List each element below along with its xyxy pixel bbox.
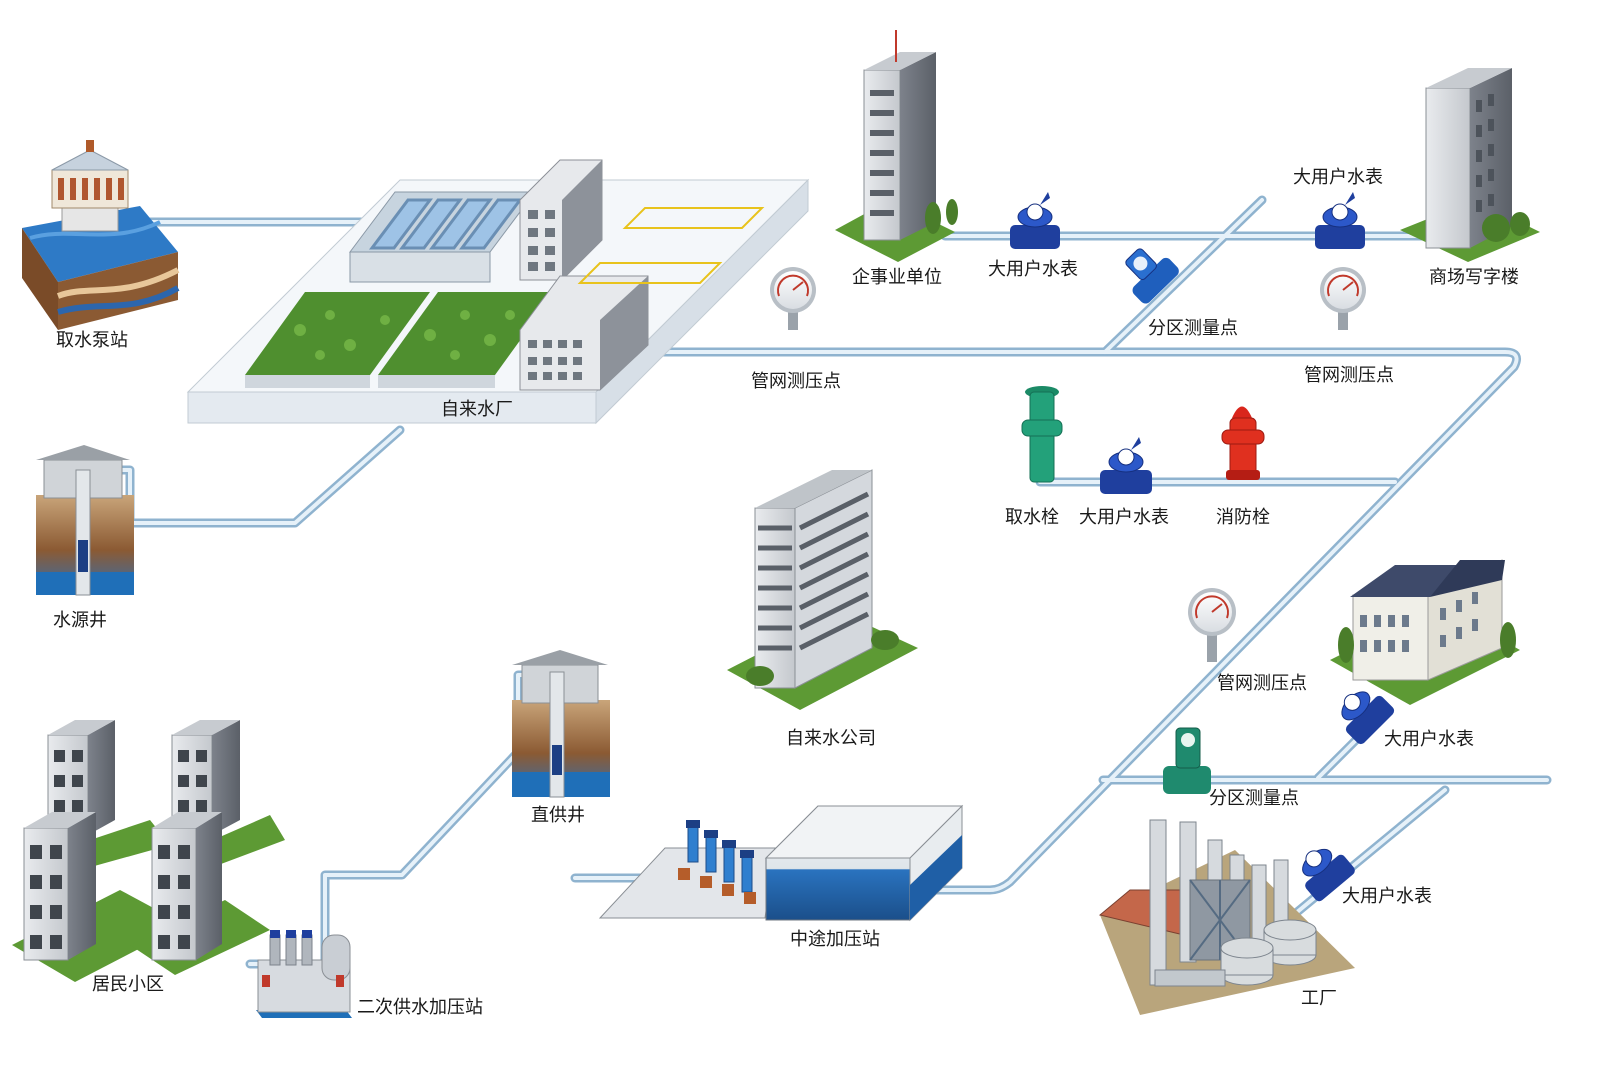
water-meter-5 [1302,848,1355,902]
label-secondary-station: 二次供水加压站 [357,997,483,1018]
water-meter-2 [1315,192,1365,249]
direct-supply-well [512,650,610,798]
pressure-gauge-1 [770,267,816,330]
label-meter-4: 大用户水表 [1384,729,1474,750]
label-residential: 居民小区 [92,974,164,995]
label-meter-3: 大用户水表 [1079,507,1169,528]
label-source-well: 水源井 [53,610,107,631]
green-hydrant [1021,386,1063,483]
water-plant [186,159,810,425]
label-meter-5: 大用户水表 [1342,886,1432,907]
pressure-gauge-2 [1320,267,1366,330]
red-hydrant [1221,406,1265,480]
label-meter-1: 大用户水表 [988,259,1078,280]
water-meter-3 [1100,437,1152,494]
label-hydrant-red: 消防栓 [1216,507,1270,528]
water-meter-4 [1341,691,1395,745]
label-midway-station: 中途加压站 [790,929,880,950]
label-intake-pump: 取水泵站 [56,330,128,351]
source-well [36,445,134,596]
intake-pump-station [22,140,180,330]
residential-buildings [12,720,285,982]
label-hydrant-green: 取水栓 [1005,507,1059,528]
label-meter-2: 大用户水表 [1293,167,1383,188]
label-partition-1: 分区测量点 [1148,318,1238,339]
flow-meter-1 [1125,248,1179,304]
mansion-building [1330,559,1520,705]
label-partition-2: 分区测量点 [1209,788,1299,809]
label-pressure-1: 管网测压点 [751,371,841,392]
label-factory: 工厂 [1301,988,1337,1009]
midway-booster-station [598,804,964,922]
flow-meter-2 [1163,727,1211,794]
secondary-pump-station [256,930,352,1018]
enterprise-building [835,30,958,262]
label-office: 商场写字楼 [1429,267,1519,288]
label-pressure-3: 管网测压点 [1217,673,1307,694]
water-meter-1 [1010,192,1060,249]
office-building [1400,68,1540,262]
label-company: 自来水公司 [786,728,876,749]
pressure-gauge-3 [1188,588,1236,662]
factory [1098,819,1355,1015]
label-direct-well: 直供井 [531,805,585,826]
label-pressure-2: 管网测压点 [1304,365,1394,386]
water-company-building [727,469,918,710]
label-water-plant: 自来水厂 [441,399,513,420]
label-enterprise: 企事业单位 [852,267,942,288]
